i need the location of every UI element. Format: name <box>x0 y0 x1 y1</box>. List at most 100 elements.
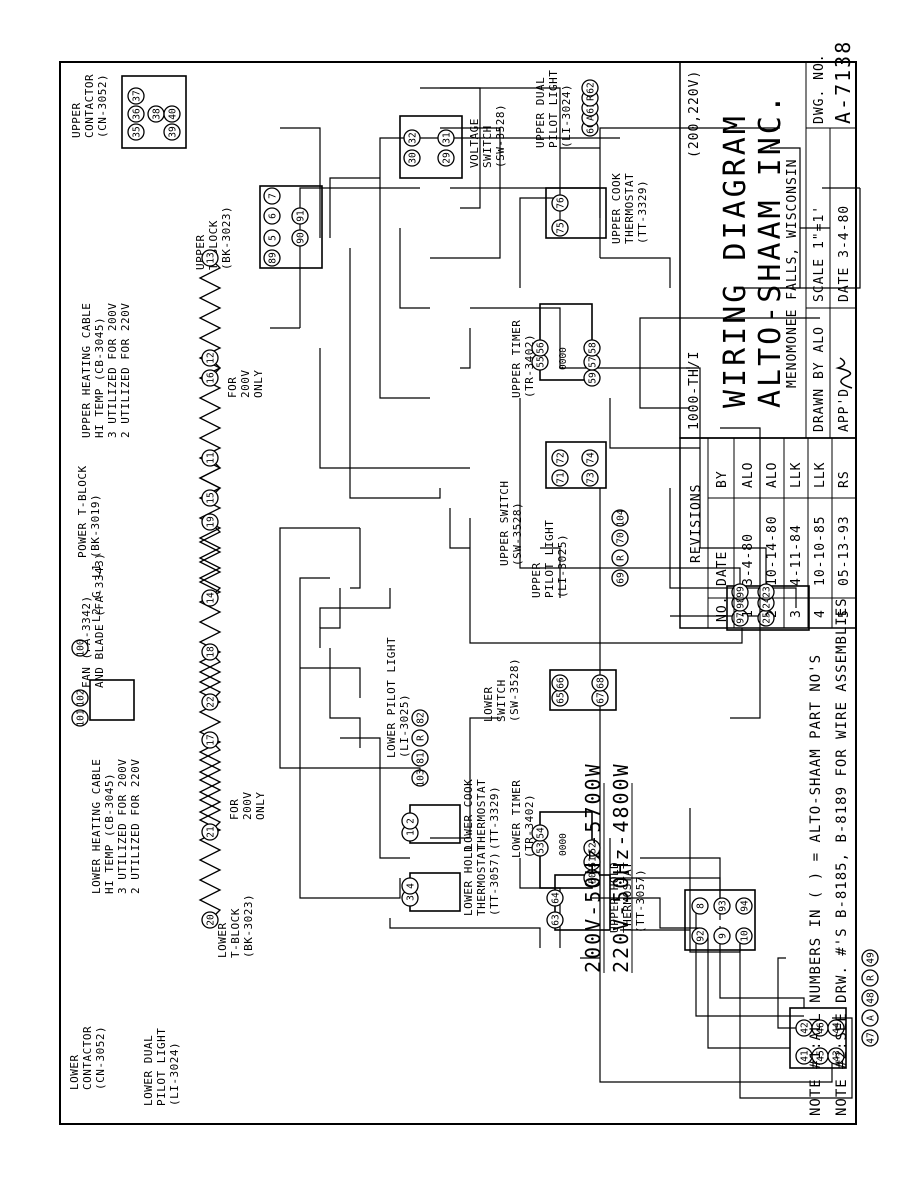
terminal-circle <box>583 839 601 857</box>
terminal-circle <box>757 583 775 601</box>
label-line: UPPER <box>70 102 83 138</box>
terminal-label: 18 <box>206 646 217 658</box>
approval-signature <box>835 357 853 389</box>
terminal-label: 74 <box>586 452 597 464</box>
label-line: (BK-3019) <box>89 494 102 558</box>
label-line: AND BLADE (FA-3343) <box>93 553 106 688</box>
label-line: SWITCH <box>481 125 494 168</box>
fan-label: FAN (FA-3342) AND BLADE (FA-3343) <box>80 553 106 688</box>
label-line: (LI-3024) <box>560 84 573 148</box>
revision-cell: 3 <box>789 609 804 618</box>
terminals: 41424546434447A48R4992899310942021221718… <box>71 79 879 1065</box>
drawing-scale: SCALE 1"=1' <box>812 205 827 302</box>
note-2-label: NOTE #2 <box>834 1050 850 1116</box>
label-line: FOR <box>228 799 241 820</box>
power-tblock-label: POWER T-BLOCK (BK-3019) <box>76 465 102 558</box>
revision-cell: 05-13-93 <box>837 515 852 586</box>
terminal-label: 67 <box>596 692 607 703</box>
lower-pilot-light-label: LOWER PILOT LIGHT (LI-3025) <box>385 637 411 758</box>
label-line: SWITCH <box>495 679 508 722</box>
terminal-label: 72 <box>556 452 567 463</box>
terminal-circle <box>201 589 219 607</box>
terminal-circle <box>861 1029 879 1047</box>
timer-dial: 0000 <box>558 833 569 856</box>
label-line: UPPER DUAL <box>534 77 547 148</box>
drawing-title: WIRING DIAGRAM <box>718 113 753 408</box>
terminal-circle <box>611 549 629 567</box>
heater-zigzag <box>198 651 222 833</box>
label-line: FAN (FA-3342) <box>80 595 93 688</box>
revision-cell: 2 <box>765 609 780 618</box>
terminal-label: 36 <box>132 108 143 120</box>
label-line: FOR <box>226 377 239 398</box>
terminal-label: 14 <box>206 592 217 604</box>
terminal-circle <box>551 219 569 237</box>
terminal-label: 15 <box>206 492 217 503</box>
lower-tblock-box <box>684 889 756 951</box>
upper-heating-cable-label: UPPER HEATING CABLE HI TEMP (CB-3045) 3 … <box>80 303 132 438</box>
revision-cell: 4-11-84 <box>789 524 804 586</box>
label-line: LOWER <box>482 686 495 722</box>
terminal-label: 51 <box>588 856 599 868</box>
terminal-label: 10 <box>740 930 751 942</box>
terminal-label: 31 <box>442 132 453 144</box>
terminal-label: 8 <box>696 903 707 909</box>
terminal-circle <box>551 469 569 487</box>
lower-tblock-label: LOWER T-BLOCK (BK-3023) <box>216 894 255 958</box>
label-line: PILOT LIGHT <box>155 1028 168 1106</box>
rating-line: 200V-50Hz-5700W <box>581 762 605 973</box>
timer-dial: 0000 <box>558 347 569 370</box>
terminal-circle <box>163 123 181 141</box>
terminal-label: 45 <box>816 1050 827 1061</box>
notes: NOTE #1:ALL NUMBERS IN ( ) = ALTO-SHAAM … <box>808 597 850 1116</box>
terminal-label: 98 <box>736 597 747 609</box>
terminal-label: 68 <box>596 677 607 689</box>
terminal-circle <box>401 877 419 895</box>
lower-dual-pilot-light-label: LOWER DUAL PILOT LIGHT (LI-3024) <box>142 1028 181 1106</box>
terminal-circle <box>403 129 421 147</box>
voltage-switch-box <box>399 115 463 179</box>
label-line: HI TEMP (CB-3045) <box>103 773 116 894</box>
label-line: THERMOSTAT <box>475 779 488 850</box>
label-line: THERMOSTAT <box>475 845 488 916</box>
terminal-label: 58 <box>588 342 599 354</box>
revisions-header-no: NO. <box>715 596 730 622</box>
terminal-label: 76 <box>556 197 567 209</box>
label-line: (CN-3052) <box>94 1026 107 1090</box>
label-line: LOWER TIMER <box>510 780 523 858</box>
terminal-circle <box>401 812 419 830</box>
lower-cook-thermostat-label: LOWER COOK THERMOSTAT (TT-3329) <box>462 779 501 850</box>
label-line: 200V <box>239 370 252 399</box>
lower-switch-box <box>549 669 617 711</box>
voltage-switch-label: VOLTAGE SWITCH (SW-3528) <box>468 104 507 168</box>
terminal-label: 66 <box>556 677 567 689</box>
label-line: (SW-3528) <box>508 658 521 722</box>
terminal-circle <box>127 123 145 141</box>
terminal-label: 75 <box>556 222 567 233</box>
label-line: LOWER <box>68 1054 81 1090</box>
terminal-label: 19 <box>206 516 217 528</box>
terminal-label: A <box>586 115 597 121</box>
revision-cell: 4 <box>813 609 828 618</box>
label-line: LOWER <box>216 922 229 958</box>
lower-hold-thermostat-box <box>409 872 461 912</box>
terminal-circle <box>531 339 549 357</box>
ratings: 200V-50Hz-5700W 220V-50Hz-4800W <box>581 762 633 973</box>
terminal-circle <box>201 693 219 711</box>
terminal-label: 64 <box>551 892 562 904</box>
terminal-label: R <box>866 975 877 981</box>
terminal-label: 97 <box>736 612 747 623</box>
terminal-label: 1 <box>406 830 417 836</box>
terminal-circle <box>437 149 455 167</box>
terminal-label: 104 <box>616 509 627 526</box>
terminal-label: 22 <box>206 696 217 707</box>
label-line: LOWER COOK <box>462 779 475 850</box>
terminal-label: 6 <box>268 213 279 219</box>
label-line: UPPER TIMER <box>510 320 523 398</box>
voltage-rating: (200,220V) <box>687 70 702 158</box>
terminal-circle <box>861 989 879 1007</box>
terminal-label: 25 <box>762 612 773 623</box>
terminal-label: 41 <box>800 1050 811 1062</box>
company-name: ALTO-SHAAM INC. <box>753 92 788 408</box>
